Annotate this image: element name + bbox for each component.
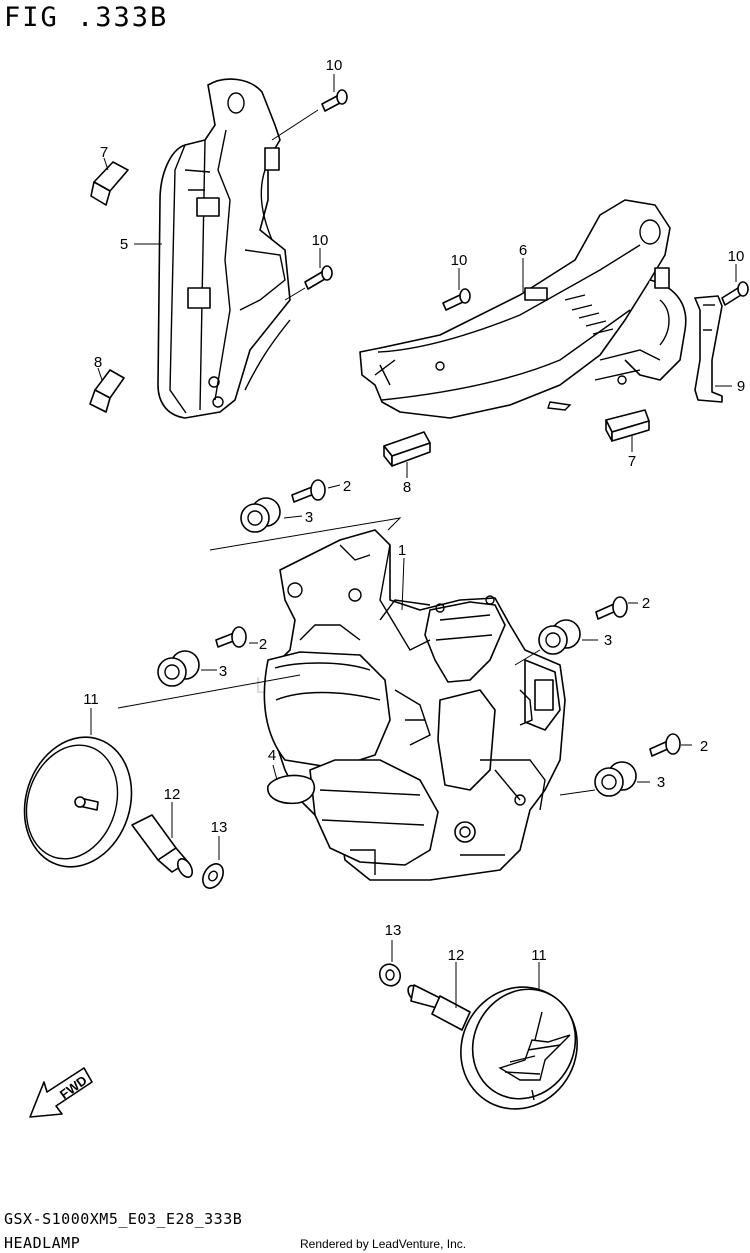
part-10-screw-a[interactable]	[321, 89, 348, 112]
part-2-screw-c[interactable]	[595, 596, 628, 620]
part-10-screw-d[interactable]	[721, 281, 749, 306]
callout-label-10: 10	[312, 232, 329, 249]
callout-label-10: 10	[451, 252, 468, 269]
callout-label-1: 1	[398, 542, 406, 559]
callout-label-11: 11	[531, 947, 547, 964]
part-12-adjuster-a[interactable]	[131, 814, 195, 880]
part-11-cap-a[interactable]	[8, 723, 148, 881]
callout-label-4: 4	[268, 747, 276, 764]
callout-label-12: 12	[448, 947, 465, 964]
part-10-screw-b[interactable]	[304, 265, 333, 290]
figure-code: GSX-S1000XM5_E03_E28_333B	[4, 1210, 243, 1228]
callout-label-6: 6	[519, 242, 527, 259]
callout-label-3: 3	[657, 774, 665, 791]
callout-label-2: 2	[259, 636, 267, 653]
callout-label-9: 9	[737, 378, 745, 395]
callout-label-8: 8	[94, 354, 102, 371]
part-3-grommet-c[interactable]	[538, 619, 581, 655]
part-3-grommet-d[interactable]	[594, 761, 637, 797]
callout-label-8: 8	[403, 479, 411, 496]
callout-label-5: 5	[120, 236, 128, 253]
part-13-washer-a[interactable]	[199, 860, 228, 892]
part-13-washer-b[interactable]	[376, 960, 404, 989]
part-8-pad-a[interactable]	[89, 369, 125, 413]
part-3-grommet-b[interactable]	[157, 650, 200, 687]
figure-name: HEADLAMP	[4, 1234, 81, 1252]
figure-title: FIG .333B	[4, 2, 169, 33]
callout-label-12: 12	[164, 786, 181, 803]
part-7-pad-a[interactable]	[90, 161, 129, 206]
callout-label-10: 10	[326, 57, 343, 74]
callout-label-2: 2	[700, 738, 708, 755]
part-8-pad-b[interactable]	[383, 431, 431, 467]
callout-label-13: 13	[211, 819, 228, 836]
part-2-screw-a[interactable]	[291, 479, 326, 503]
part-6-side-lamp[interactable]	[359, 199, 687, 419]
part-1-headlamp-assembly[interactable]	[263, 529, 566, 881]
part-9-bracket[interactable]	[694, 295, 723, 403]
part-10-screw-c[interactable]	[442, 288, 471, 311]
rendered-by-credit: Rendered by LeadVenture, Inc.	[300, 1237, 467, 1251]
callout-label-13: 13	[385, 922, 402, 939]
callout-label-7: 7	[628, 453, 636, 470]
callout-label-3: 3	[219, 663, 227, 680]
part-2-screw-d[interactable]	[649, 733, 681, 757]
part-11-cap-b[interactable]	[440, 966, 599, 1129]
callout-label-3: 3	[604, 632, 612, 649]
callout-label-11: 11	[83, 691, 99, 708]
callout-label-10: 10	[728, 248, 745, 265]
fwd-arrow-icon: FWD	[29, 1067, 93, 1118]
part-4-gasket[interactable]	[267, 774, 316, 805]
part-3-grommet-a[interactable]	[240, 497, 281, 533]
callout-label-2: 2	[642, 595, 650, 612]
part-2-screw-b[interactable]	[215, 626, 247, 648]
callout-label-7: 7	[100, 144, 108, 161]
callout-label-3: 3	[305, 509, 313, 526]
part-12-adjuster-b[interactable]	[406, 984, 471, 1031]
part-5-side-lamp[interactable]	[157, 78, 291, 419]
part-7-pad-b[interactable]	[605, 409, 650, 442]
callout-label-2: 2	[343, 478, 351, 495]
